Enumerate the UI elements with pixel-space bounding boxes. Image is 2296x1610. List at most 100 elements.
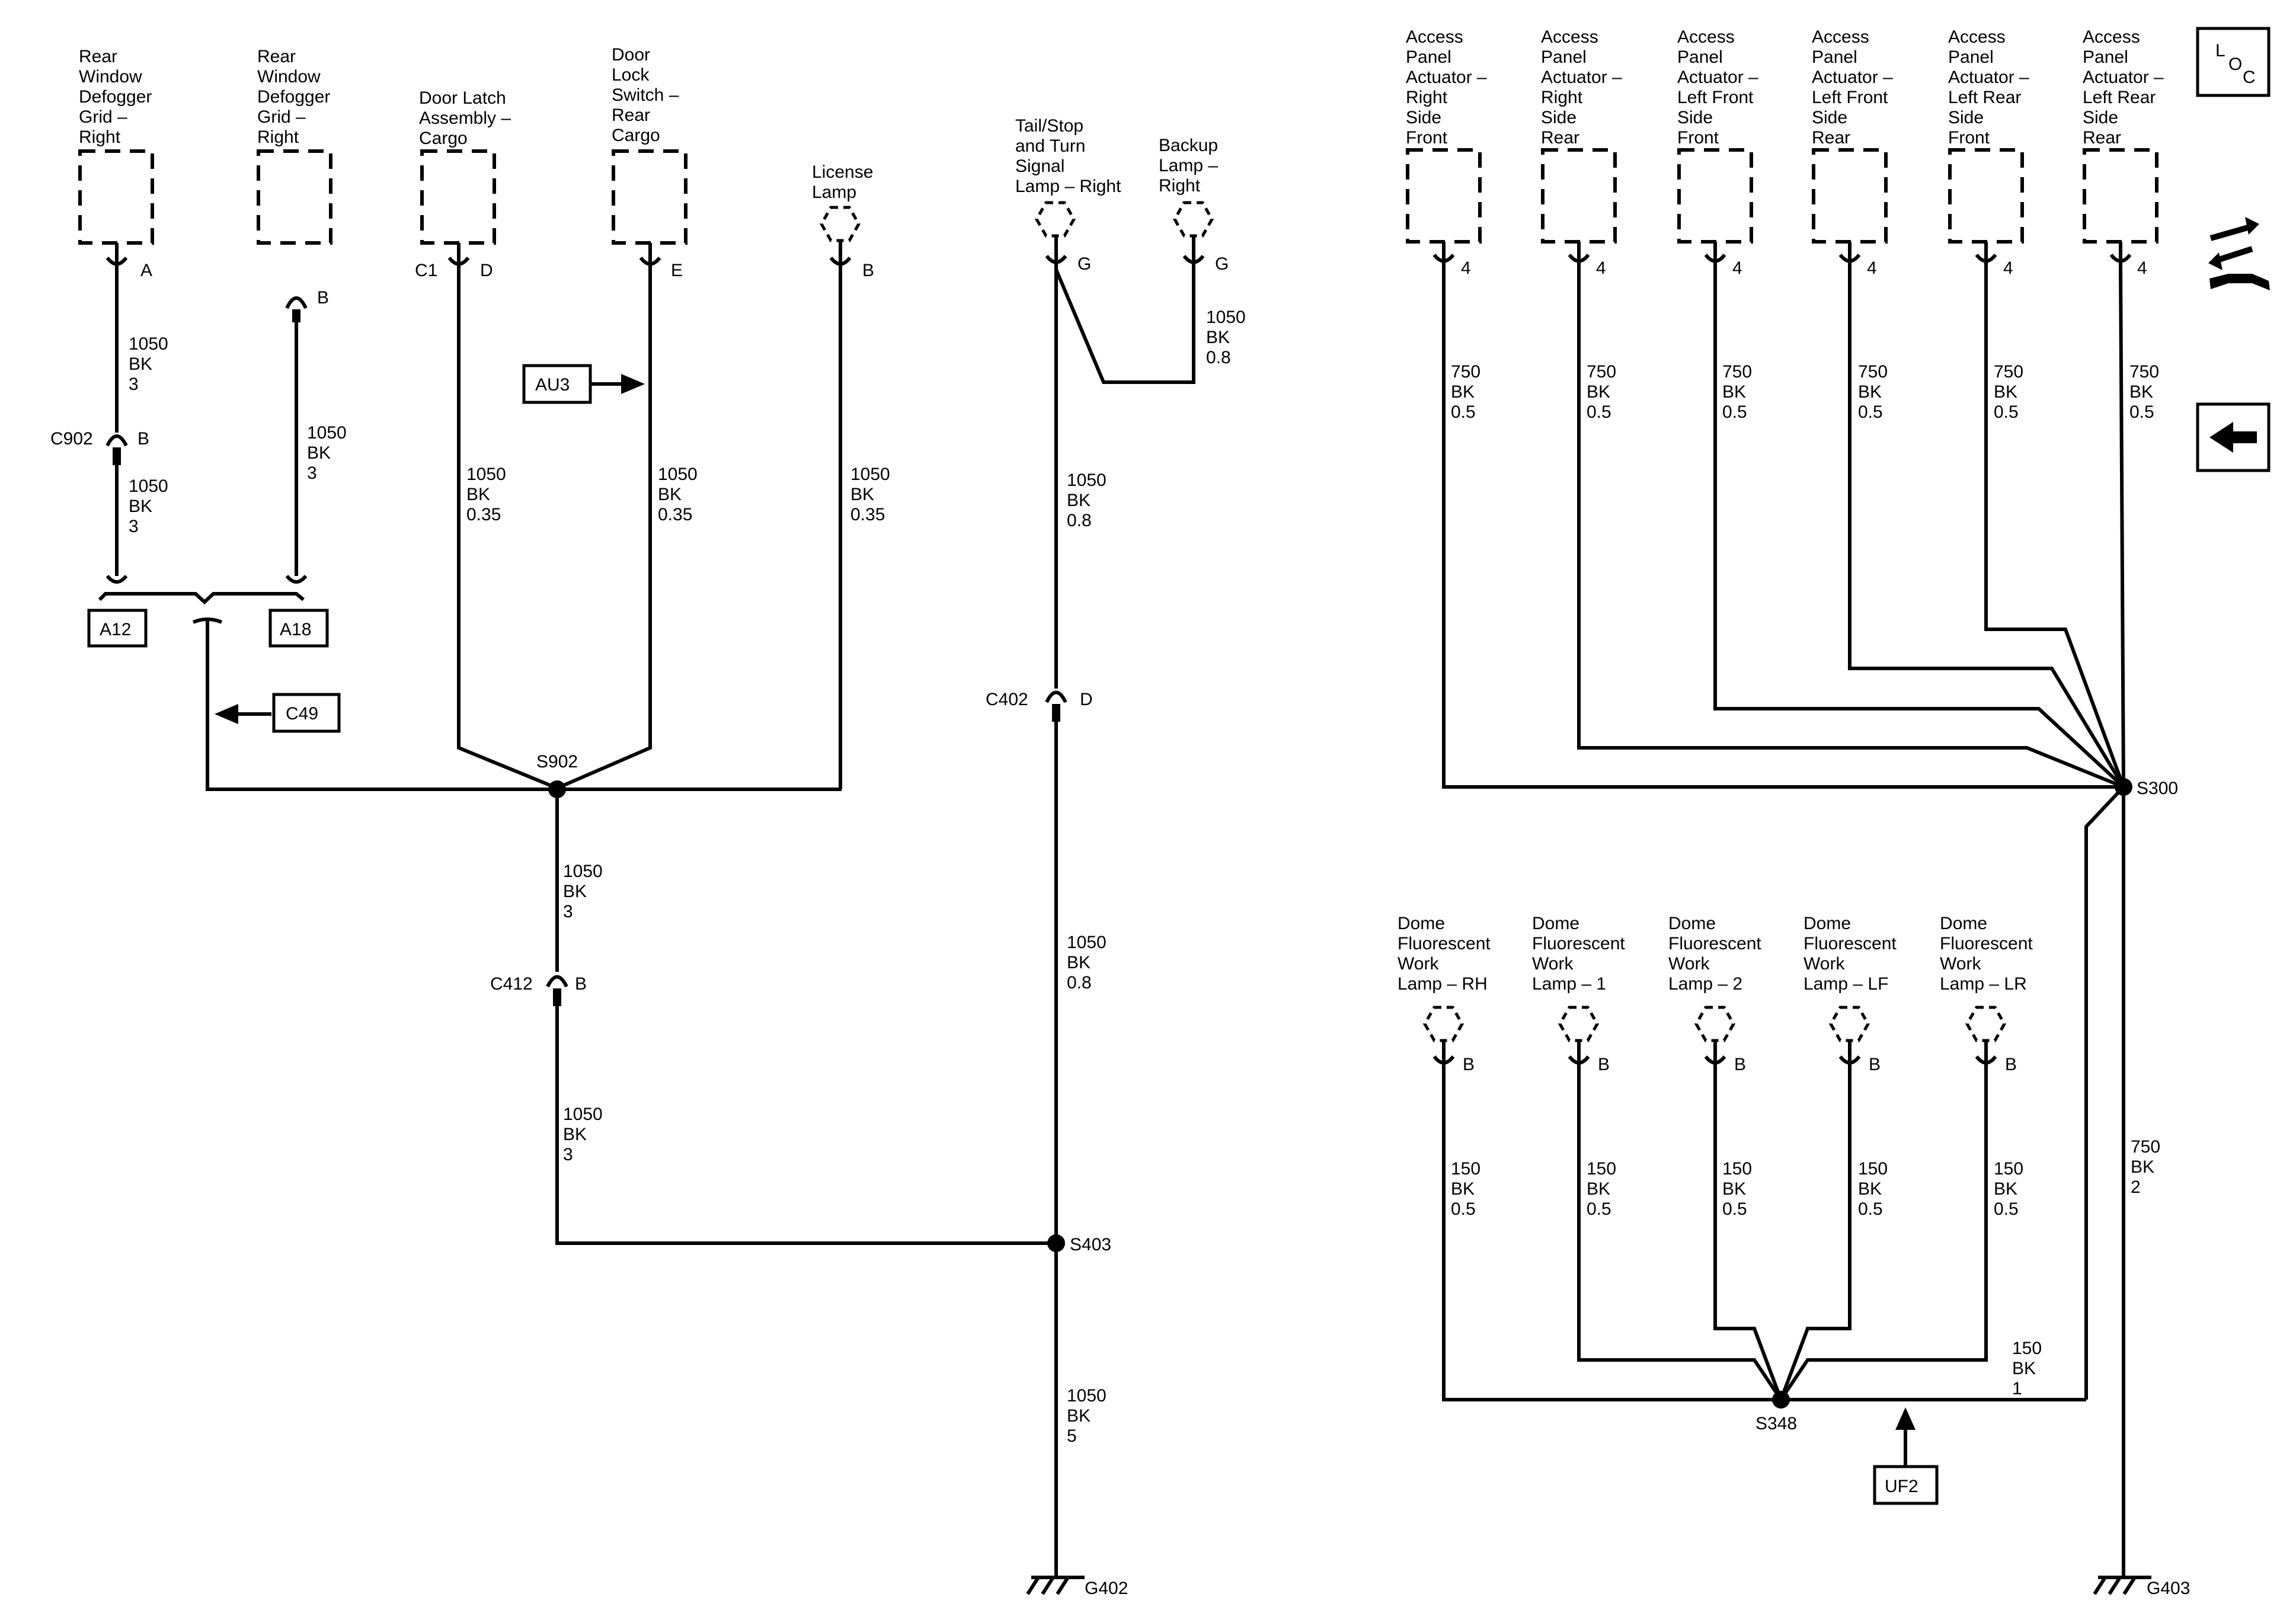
label-line: BK bbox=[307, 443, 331, 463]
label-line: Front bbox=[1406, 128, 1448, 148]
label-line: Dome bbox=[1398, 914, 1445, 933]
label-line: 1050 bbox=[1067, 1386, 1107, 1406]
back-button[interactable] bbox=[2196, 402, 2271, 472]
label-line: 3 bbox=[563, 1145, 573, 1164]
label-line: 750 bbox=[2129, 362, 2159, 382]
label-line: Right bbox=[1406, 88, 1448, 107]
label-line: Tail/Stop bbox=[1015, 116, 1083, 136]
ref-au3[interactable]: AU3 bbox=[522, 364, 645, 404]
label-line: 3 bbox=[563, 902, 573, 921]
label-line: Left Rear bbox=[1948, 88, 2021, 107]
label-line: 1050 bbox=[1067, 470, 1107, 490]
label-line: 150 bbox=[2012, 1339, 2042, 1358]
label-line: 0.5 bbox=[1994, 1199, 2019, 1219]
label-line: 1050 bbox=[129, 334, 168, 354]
label-line: 1050 bbox=[129, 476, 168, 496]
label-line: BK bbox=[1858, 1179, 1882, 1199]
label-line: Lamp – 1 bbox=[1532, 974, 1606, 994]
pin-label: G bbox=[1077, 254, 1091, 274]
connector-view-icon[interactable] bbox=[2208, 217, 2270, 290]
pin-label: B bbox=[2005, 1055, 2017, 1074]
connector-label: C402 bbox=[986, 690, 1028, 709]
label-line: 1050 bbox=[850, 465, 890, 484]
ground-g403: G403 bbox=[2093, 1576, 2190, 1598]
label-line: Dome bbox=[1940, 914, 1987, 933]
label-line: Right bbox=[1541, 88, 1583, 107]
label-line: 1050 bbox=[563, 1105, 603, 1124]
label-line: Assembly – bbox=[419, 108, 511, 128]
label-line: 1050 bbox=[563, 862, 603, 881]
pin-label: B bbox=[1598, 1055, 1610, 1074]
label-line: 750 bbox=[1994, 362, 2023, 382]
back-arrow-icon bbox=[2209, 422, 2257, 453]
label-line: 150 bbox=[1451, 1159, 1480, 1179]
ref-a18[interactable]: A18 bbox=[268, 609, 329, 648]
loc-button[interactable]: L O C bbox=[2196, 27, 2271, 97]
connector-c412: C412 B bbox=[490, 974, 587, 1006]
label-line: Backup bbox=[1159, 136, 1218, 155]
label-line: Grid – bbox=[257, 107, 306, 127]
pin-label: B bbox=[862, 261, 874, 280]
label-line: Work bbox=[1803, 954, 1845, 974]
label-line: Lock bbox=[612, 65, 650, 85]
label-line: 0.35 bbox=[466, 505, 501, 524]
pin-label: 4 bbox=[2003, 258, 2013, 278]
ground-g402: G402 bbox=[1026, 1576, 1128, 1598]
label-line: Side bbox=[2083, 108, 2118, 127]
label-line: Dome bbox=[1803, 914, 1851, 933]
label-line: Rear bbox=[1812, 128, 1850, 148]
label-line: Fluorescent bbox=[1398, 934, 1491, 953]
splice-label: S348 bbox=[1755, 1414, 1797, 1433]
label-line: Actuator – bbox=[1677, 68, 1758, 87]
label-line: Door bbox=[612, 45, 650, 65]
label-line: Panel bbox=[2083, 47, 2128, 67]
label-line: Defogger bbox=[257, 87, 330, 107]
label-line: Work bbox=[1940, 954, 1981, 974]
label-line: 750 bbox=[1858, 362, 1888, 382]
connector-c402: C402 D bbox=[986, 690, 1093, 722]
label-line: BK bbox=[563, 1125, 587, 1144]
ref-uf2[interactable]: UF2 bbox=[1873, 1407, 1939, 1505]
pin-label: 4 bbox=[1461, 258, 1471, 278]
connector-pin: B bbox=[137, 429, 149, 449]
label-line: Actuator – bbox=[2083, 68, 2164, 87]
label-line: BK bbox=[1858, 382, 1882, 402]
connector-c902: C902 B bbox=[50, 429, 149, 465]
label-line: Rear bbox=[2083, 128, 2121, 148]
loc-c: C bbox=[2243, 68, 2256, 87]
ref-c49[interactable]: C49 bbox=[215, 693, 341, 733]
ref-a12[interactable]: A12 bbox=[87, 609, 148, 648]
label-line: BK bbox=[2129, 382, 2153, 402]
label-line: 150 bbox=[1858, 1159, 1888, 1179]
loc-o: O bbox=[2228, 55, 2242, 74]
label-line: 0.5 bbox=[1587, 1199, 1611, 1219]
label-line: BK bbox=[2131, 1157, 2154, 1177]
connector-label: C1 bbox=[415, 261, 437, 280]
